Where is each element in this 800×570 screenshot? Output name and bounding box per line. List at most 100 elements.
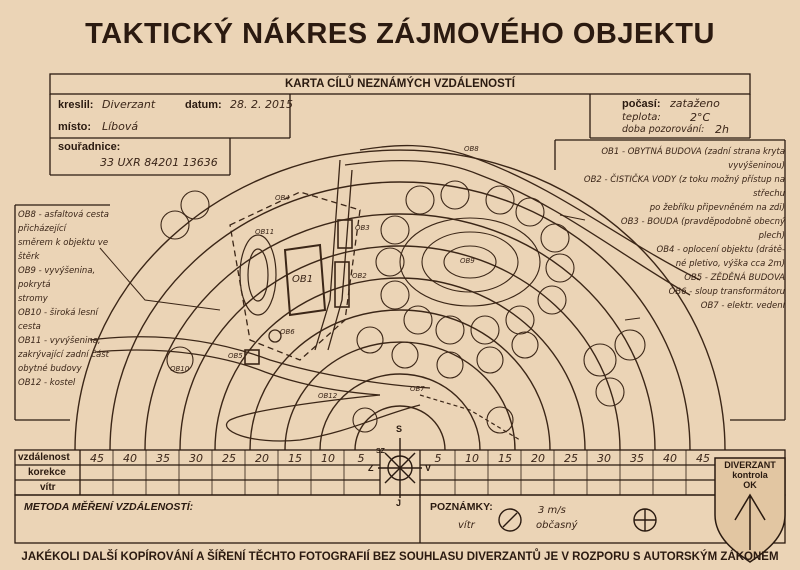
- range-arc-40: [109, 181, 691, 451]
- notes-label: POZNÁMKY:: [430, 501, 493, 513]
- wind-label: vítr: [458, 520, 475, 531]
- stamp-eagle: [734, 493, 766, 550]
- building-ob3: [337, 219, 353, 249]
- method-label: METODA MĚŘENÍ VZDÁLENOSTÍ:: [24, 501, 194, 513]
- range-arc-15: [284, 341, 516, 451]
- note-left-item: OB11 - vyvýšenina,: [18, 336, 101, 346]
- card-heading: KARTA CÍLŮ NEZNÁMÝCH VZDÁLENOSTÍ: [285, 78, 515, 90]
- distance-cell: 10: [465, 452, 479, 465]
- stamp: DIVERZANT kontrola OK: [715, 460, 785, 490]
- road-ob8: [359, 144, 701, 281]
- card-frame: [14, 73, 786, 421]
- note-right-item: OB3 - BOUDA (pravděpodobně obecný: [620, 217, 785, 227]
- label-ob7: OB7: [410, 385, 425, 393]
- duration-value: 2h: [715, 123, 729, 136]
- note-right-item: OB6 - sloup transformátoru: [668, 287, 785, 297]
- label-ob12: OB12: [318, 392, 338, 400]
- distance-cell: 30: [597, 452, 611, 465]
- note-right-item: OB1 - OBYTNÁ BUDOVA (zadní strana kryta …: [601, 147, 785, 171]
- label-ob3: OB3: [355, 224, 370, 232]
- range-arc-45: [74, 149, 726, 451]
- compass-west: Z: [368, 463, 374, 473]
- building-ob1: [283, 243, 327, 317]
- drew-value: Diverzant: [102, 98, 156, 111]
- compass-northwest: SZ: [376, 448, 385, 455]
- wind-value: 3 m/s: [538, 505, 566, 516]
- distance-cell: 15: [498, 452, 512, 465]
- stamp-line: OK: [743, 480, 757, 490]
- powerline-ob7: [419, 394, 521, 441]
- hill-ob11: [239, 234, 277, 316]
- distance-cell: 10: [321, 452, 335, 465]
- note-left-item: OB10 - široká lesní cesta: [18, 308, 98, 332]
- coords-value: 33 UXR 84201 13636: [100, 156, 218, 169]
- place-label: místo:: [58, 121, 91, 133]
- label-ob6: OB6: [280, 328, 295, 336]
- hill-ob9: [399, 217, 541, 307]
- building-ob5: [244, 349, 260, 365]
- range-arc-20: [249, 309, 551, 451]
- label-ob2: OB2: [352, 272, 367, 280]
- distance-cell: 40: [123, 452, 137, 465]
- road-loop: [225, 394, 421, 442]
- row-label-wind: vítr: [40, 482, 56, 493]
- drew-label: kreslil:: [58, 99, 94, 111]
- label-ob5: OB5: [228, 352, 243, 360]
- compass-south: J: [396, 498, 402, 508]
- note-right-item: OB5 - ZĚDĚNÁ BUDOVA: [684, 273, 785, 283]
- weather-label: počasí:: [622, 98, 661, 110]
- distance-cell: 35: [156, 452, 170, 465]
- wind-symbols: [498, 508, 657, 532]
- compass-north: S: [396, 424, 403, 434]
- temp-label: teplota:: [622, 112, 661, 123]
- temp-value: 2°C: [690, 111, 711, 124]
- wind-note: občasný: [536, 520, 578, 531]
- distance-cell: 5: [434, 452, 442, 465]
- distance-cell: 40: [663, 452, 677, 465]
- label-ob8: OB8: [464, 145, 479, 153]
- note-right-item: po žebříku připevněném na zdi): [649, 203, 785, 213]
- date-label: datum:: [185, 99, 222, 111]
- note-right-item: OB2 - ČISTIČKA VODY (z toku možný přístu…: [583, 175, 785, 199]
- range-arc-25: [214, 277, 586, 451]
- notes-right: OB1 - OBYTNÁ BUDOVA (zadní strana kryta …: [560, 145, 785, 313]
- coords-label: souřadnice:: [58, 141, 121, 153]
- note-left-item: OB12 - kostel: [18, 378, 76, 388]
- distance-cell: 15: [288, 452, 302, 465]
- distance-cell: 45: [90, 452, 104, 465]
- place-value: Líbová: [102, 120, 139, 133]
- range-arc-35: [144, 213, 656, 451]
- note-right-item: OB7 - elektr. vedení: [700, 301, 785, 311]
- date-value: 28. 2. 2015: [230, 98, 293, 111]
- distance-cell: 30: [189, 452, 203, 465]
- row-label-correction: korekce: [28, 467, 66, 478]
- distance-cell: 5: [357, 452, 365, 465]
- distance-cell: 35: [630, 452, 644, 465]
- roads: [89, 144, 701, 442]
- pole-ob6: [268, 329, 282, 343]
- range-arc-30: [179, 245, 621, 451]
- note-left-item: zakrývající zadní část: [18, 350, 109, 360]
- note-left-item: stromy: [18, 294, 48, 304]
- duration-label: doba pozorování:: [622, 124, 705, 135]
- label-ob10: OB10: [170, 365, 190, 373]
- page-title: TAKTICKÝ NÁKRES ZÁJMOVÉHO OBJEKTU: [85, 18, 715, 50]
- copyright-footer: JAKÉKOLI DALŠÍ KOPÍROVÁNÍ A ŠÍŘENÍ TĚCHT…: [21, 551, 779, 563]
- note-right-item: né pletivo, výška cca 2m): [675, 259, 785, 269]
- distance-cell: 45: [696, 452, 710, 465]
- range-arc-10: [319, 373, 481, 451]
- pointer-lines: [99, 214, 641, 321]
- trees: [160, 180, 646, 434]
- note-left-item: obytné budovy: [18, 364, 82, 374]
- distance-cell: 20: [531, 452, 545, 465]
- table-col-lines: [112, 450, 687, 495]
- row-label-distance: vzdálenost: [18, 452, 70, 463]
- road-ob10: [89, 336, 431, 389]
- stamp-line: kontrola: [732, 470, 768, 480]
- label-ob11: OB11: [255, 228, 275, 236]
- label-ob9: OB9: [460, 257, 475, 265]
- weather-value: zataženo: [670, 97, 720, 110]
- note-left-item: OB8 - asfaltová cesta přicházející: [18, 210, 109, 234]
